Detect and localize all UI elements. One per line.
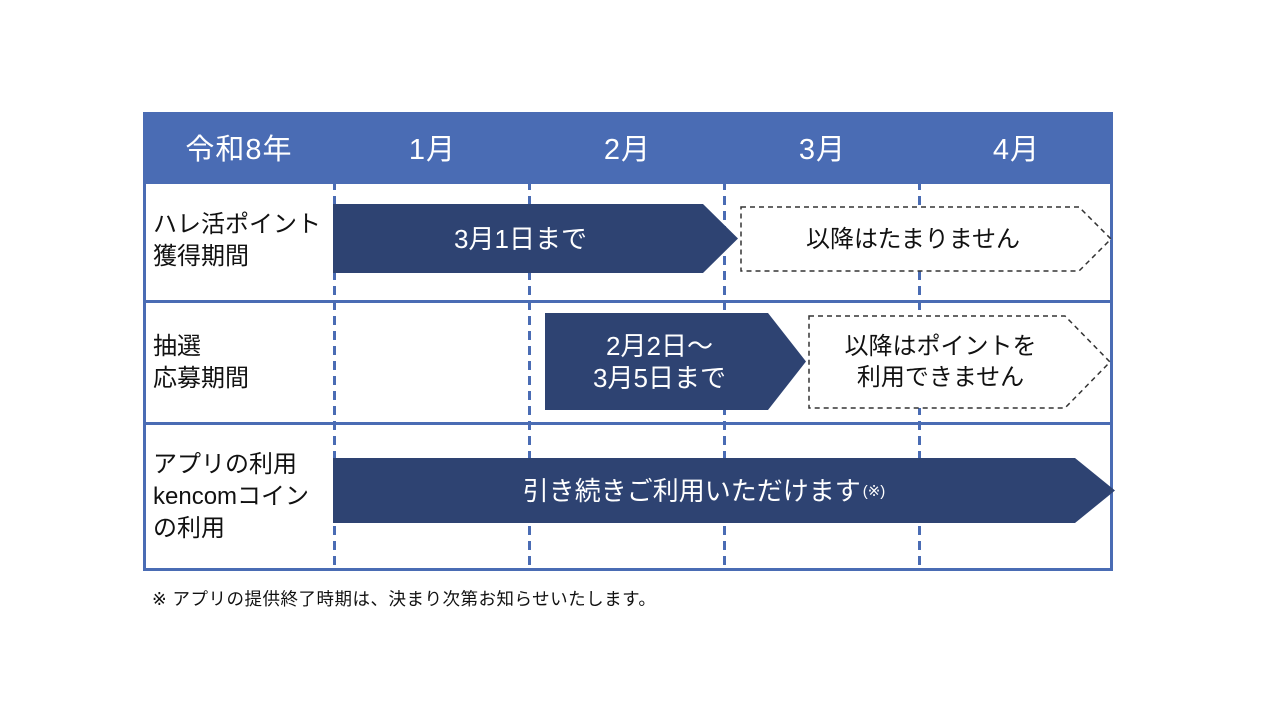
- footnote-text: ※ アプリの提供終了時期は、決まり次第お知らせいたします。: [152, 589, 657, 609]
- timeline-table: 令和8年 1月 2月 3月 4月 ハレ活ポイント 獲得期間: [143, 112, 1113, 571]
- row-label-app-usage: アプリの利用 kencomコイン の利用: [143, 425, 335, 568]
- table-border-bottom: [143, 568, 1113, 571]
- row-label-line: 抽選: [153, 332, 201, 360]
- row-divider-1: [143, 300, 1113, 303]
- table-border-left: [143, 181, 146, 571]
- table-border-right: [1110, 181, 1113, 571]
- dashed-arrow-no-more-points: 以降はたまりません: [740, 206, 1112, 272]
- header-year-cell: 令和8年: [185, 133, 293, 166]
- gridline-jan: [333, 181, 336, 571]
- row-label-line: 獲得期間: [153, 242, 249, 270]
- dashed-arrow-shape: [808, 315, 1111, 409]
- row-label-line: ハレ活ポイント: [153, 210, 321, 238]
- dashed-arrow-text: 以降はポイントを: [844, 333, 1037, 360]
- solid-arrow-note: (※): [862, 482, 886, 500]
- dashed-arrow-no-point-use: 以降はポイントを 利用できません: [808, 315, 1111, 409]
- row-divider-2: [143, 422, 1113, 425]
- row-label-point-period: ハレ活ポイント 獲得期間: [143, 184, 335, 297]
- solid-arrow-text: 2月2日〜: [606, 330, 713, 361]
- gridline-feb: [528, 181, 531, 571]
- timeline-body: ハレ活ポイント 獲得期間 3月1日まで 以降はたまりません 抽選 応募期間 2: [143, 181, 1113, 571]
- solid-arrow-text: 3月5日まで: [593, 362, 726, 393]
- header-month-apr: 4月: [992, 133, 1041, 166]
- solid-arrow-text: 3月1日まで: [454, 223, 587, 254]
- dashed-arrow-text: 利用できません: [856, 364, 1025, 391]
- row-label-line: の利用: [153, 514, 225, 542]
- header-month-jan: 1月: [408, 133, 457, 166]
- dashed-arrow-text: 以降はたまりません: [805, 225, 1021, 253]
- solid-arrow-lottery-period: 2月2日〜 3月5日まで: [545, 313, 806, 410]
- row-divider-top: [143, 181, 1113, 184]
- solid-arrow-app-usage: 引き続きご利用いただけます (※): [333, 458, 1115, 523]
- header-month-mar: 3月: [798, 133, 847, 166]
- row-label-line: kencomコイン: [153, 482, 310, 510]
- row-label-line: 応募期間: [153, 364, 249, 392]
- solid-arrow-text: 引き続きご利用いただけます: [522, 475, 861, 506]
- timeline-header-row: 令和8年 1月 2月 3月 4月: [143, 112, 1113, 181]
- header-month-feb: 2月: [603, 133, 652, 166]
- solid-arrow-point-period: 3月1日まで: [333, 204, 738, 273]
- row-label-lottery-period: 抽選 応募期間: [143, 303, 335, 422]
- row-label-line: アプリの利用: [153, 450, 297, 478]
- dashed-arrow-shape: [740, 206, 1112, 272]
